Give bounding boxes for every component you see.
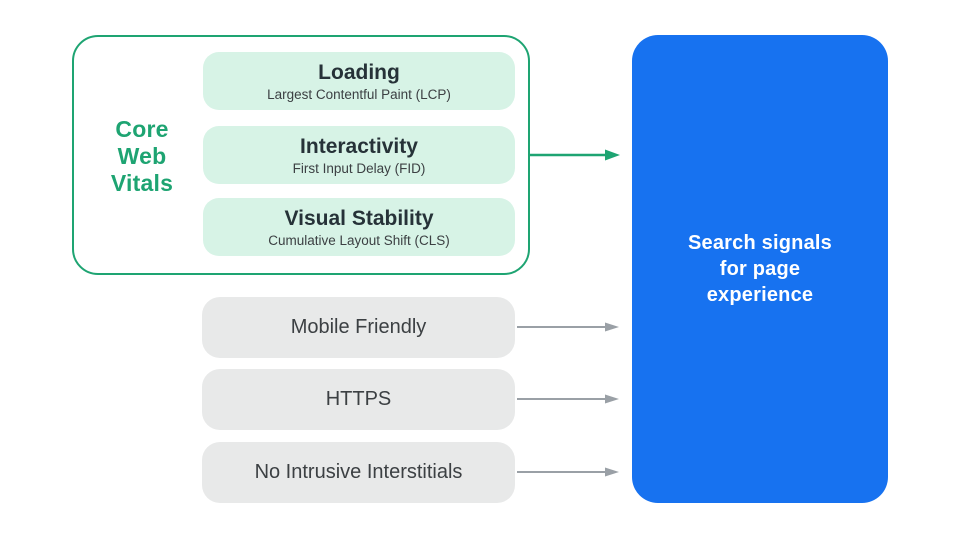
vital-subtitle: Cumulative Layout Shift (CLS) bbox=[268, 232, 450, 248]
vital-title: Interactivity bbox=[300, 134, 418, 158]
vital-card-interactivity: Interactivity First Input Delay (FID) bbox=[203, 126, 515, 184]
signal-pill-https: HTTPS bbox=[202, 369, 515, 430]
vital-subtitle: Largest Contentful Paint (LCP) bbox=[267, 86, 451, 102]
arrow-from-mobile-friendly bbox=[517, 319, 619, 335]
signal-label: No Intrusive Interstitials bbox=[254, 461, 463, 483]
vital-card-visual-stability: Visual Stability Cumulative Layout Shift… bbox=[203, 198, 515, 256]
search-signals-box: Search signals for page experience bbox=[632, 35, 888, 503]
arrow-from-no-intrusive-interstitials bbox=[517, 464, 619, 480]
vital-card-loading: Loading Largest Contentful Paint (LCP) bbox=[203, 52, 515, 110]
right-arrow-icon bbox=[517, 322, 619, 332]
signal-pill-mobile-friendly: Mobile Friendly bbox=[202, 297, 515, 358]
signal-label: Mobile Friendly bbox=[290, 316, 427, 338]
search-signals-label: Search signals for page experience bbox=[688, 232, 832, 306]
signal-pill-no-intrusive-interstitials: No Intrusive Interstitials bbox=[202, 442, 515, 503]
signal-label: HTTPS bbox=[325, 388, 392, 410]
arrow-from-core-web-vitals bbox=[530, 147, 620, 163]
core-web-vitals-label: Core Web Vitals bbox=[110, 116, 174, 196]
vital-subtitle: First Input Delay (FID) bbox=[292, 160, 426, 176]
right-arrow-icon bbox=[530, 149, 620, 161]
right-arrow-icon bbox=[517, 467, 619, 477]
vital-title: Loading bbox=[318, 60, 400, 84]
vital-title: Visual Stability bbox=[284, 206, 434, 230]
arrow-from-https bbox=[517, 391, 619, 407]
right-arrow-icon bbox=[517, 394, 619, 404]
